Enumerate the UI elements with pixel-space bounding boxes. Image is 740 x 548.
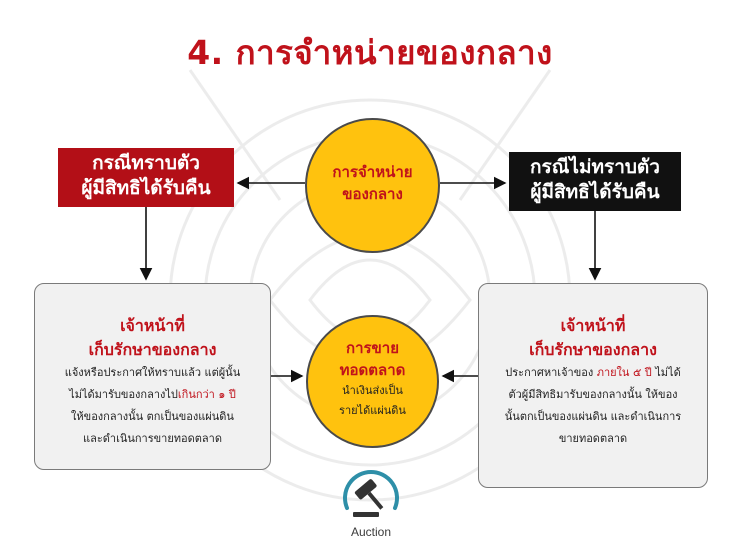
left-panel-line3: ให้ของกลางนั้น ตกเป็นของแผ่นดิน — [71, 410, 234, 423]
page-title: 4. การจำหน่ายของกลาง — [187, 33, 553, 72]
unknown-owner-line1: กรณีไม่ทราบตัว — [530, 156, 660, 178]
known-owner-box: กรณีทราบตัว ผู้มีสิทธิได้รับคืน — [58, 148, 234, 207]
right-panel-line3: นั้นตกเป็นของแผ่นดิน และดำเนินการ — [504, 410, 682, 423]
left-panel-line1: แจ้งหรือประกาศให้ทราบแล้ว แต่ผู้นั้น — [64, 366, 241, 379]
known-owner-line2: ผู้มีสิทธิได้รับคืน — [81, 177, 211, 199]
right-panel-line1: ประกาศหาเจ้าของ ภายใน ๕ ปี ไม่ได้ — [479, 362, 707, 384]
sale-sub1: นำเงินส่งเป็น — [342, 384, 403, 397]
right-officer-panel: เจ้าหน้าที่ เก็บรักษาของกลาง ประกาศหาเจ้… — [478, 283, 708, 488]
disposal-circle: การจำหน่าย ของกลาง — [305, 118, 440, 253]
auction-label: Auction — [350, 525, 392, 539]
left-panel-deadline: เกินกว่า ๑ ปี — [177, 388, 236, 401]
known-owner-line1: กรณีทราบตัว — [92, 152, 200, 174]
unknown-owner-line2: ผู้มีสิทธิได้รับคืน — [530, 181, 660, 203]
disposal-line2: ของกลาง — [342, 185, 403, 203]
unknown-owner-box: กรณีไม่ทราบตัว ผู้มีสิทธิได้รับคืน — [509, 152, 681, 211]
auction-sale-circle: การขาย ทอดตลาด นำเงินส่งเป็น รายได้แผ่นด… — [306, 315, 439, 448]
disposal-line1: การจำหน่าย — [332, 163, 413, 181]
right-panel-line4: ขายทอดตลาด — [558, 432, 628, 445]
right-panel-line2: ตัวผู้มีสิทธิมารับของกลางนั้น ให้ของ — [508, 388, 678, 401]
left-panel-line2a: ไม่ได้มารับของกลางไป — [69, 388, 178, 401]
gavel-icon — [343, 470, 399, 517]
left-panel-head1: เจ้าหน้าที่ — [120, 316, 185, 335]
sale-sub2: รายได้แผ่นดิน — [339, 404, 406, 417]
right-panel-head2: เก็บรักษาของกลาง — [529, 340, 657, 359]
right-panel-head1: เจ้าหน้าที่ — [560, 316, 626, 335]
sale-line1: การขาย — [345, 339, 400, 357]
left-panel-head2: เก็บรักษาของกลาง — [88, 340, 217, 359]
left-panel-line4: และดำเนินการขายทอดตลาด — [83, 432, 222, 445]
right-panel-deadline: ภายใน ๕ ปี — [596, 366, 652, 379]
left-panel-line2: ไม่ได้มารับของกลางไปเกินกว่า ๑ ปี — [35, 384, 270, 406]
sale-line2: ทอดตลาด — [339, 361, 406, 379]
right-panel-line1a: ประกาศหาเจ้าของ — [505, 366, 597, 379]
right-panel-line1c: ไม่ได้ — [651, 366, 681, 379]
left-officer-panel: เจ้าหน้าที่ เก็บรักษาของกลาง แจ้งหรือประ… — [34, 283, 271, 470]
